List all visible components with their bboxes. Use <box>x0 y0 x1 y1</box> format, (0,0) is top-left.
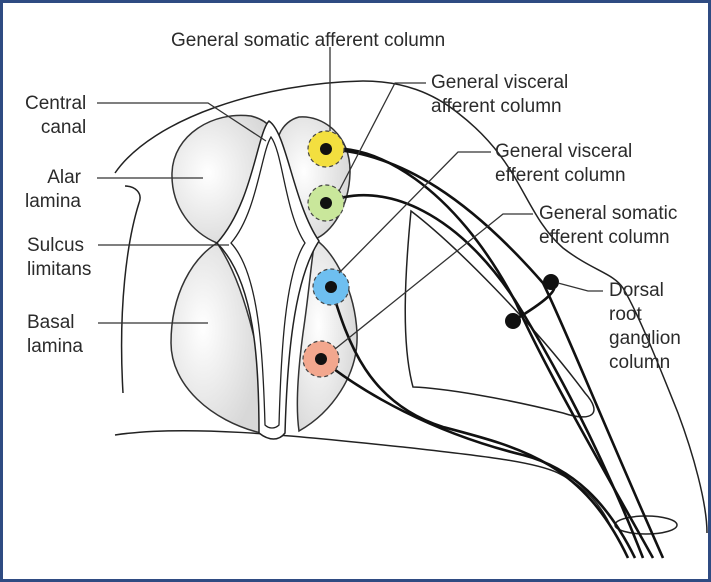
label-central-canal-line2: canal <box>25 116 86 140</box>
outer-outline-bottom <box>115 431 613 531</box>
label-basal-line2: lamina <box>27 335 83 359</box>
gve-column <box>313 269 349 305</box>
label-drg-line4: column <box>609 351 681 375</box>
spinal-cord-diagram <box>3 3 708 579</box>
label-gva-line2: afferent column <box>431 95 568 119</box>
label-general-visceral-efferent-column: General visceral efferent column <box>495 140 632 188</box>
label-alar-lamina: Alar lamina <box>25 166 81 214</box>
label-basal-line1: Basal <box>27 311 83 335</box>
leader-drg <box>558 283 603 291</box>
ganglion-cell-1 <box>543 274 559 290</box>
label-drg-line3: ganglion <box>609 327 681 351</box>
label-sulcus-limitans: Sulcus limitans <box>27 234 91 282</box>
left-bracket <box>122 186 140 393</box>
gsa-column <box>308 131 344 167</box>
label-drg-line2: root <box>609 303 681 327</box>
label-drg-line1: Dorsal <box>609 279 681 303</box>
label-gsa-text: General somatic afferent column <box>171 29 445 53</box>
label-sulcus-line2: limitans <box>27 258 91 282</box>
label-gse-line1: General somatic <box>539 202 677 226</box>
label-gve-line1: General visceral <box>495 140 632 164</box>
label-central-canal-line1: Central <box>25 92 86 116</box>
label-gse-line2: efferent column <box>539 226 677 250</box>
label-general-somatic-efferent-column: General somatic efferent column <box>539 202 677 250</box>
label-alar-line1: Alar <box>25 166 81 190</box>
label-basal-lamina: Basal lamina <box>27 311 83 359</box>
label-sulcus-line1: Sulcus <box>27 234 91 258</box>
label-general-visceral-afferent-column: General visceral afferent column <box>431 71 568 119</box>
label-alar-line2: lamina <box>25 190 81 214</box>
gse-column <box>303 341 339 377</box>
label-dorsal-root-ganglion-column: Dorsal root ganglion column <box>609 279 681 375</box>
label-general-somatic-afferent-column: General somatic afferent column <box>171 29 445 53</box>
label-gva-line1: General visceral <box>431 71 568 95</box>
label-central-canal: Central canal <box>25 92 86 140</box>
label-gve-line2: efferent column <box>495 164 632 188</box>
ganglion-cell-2 <box>505 313 521 329</box>
